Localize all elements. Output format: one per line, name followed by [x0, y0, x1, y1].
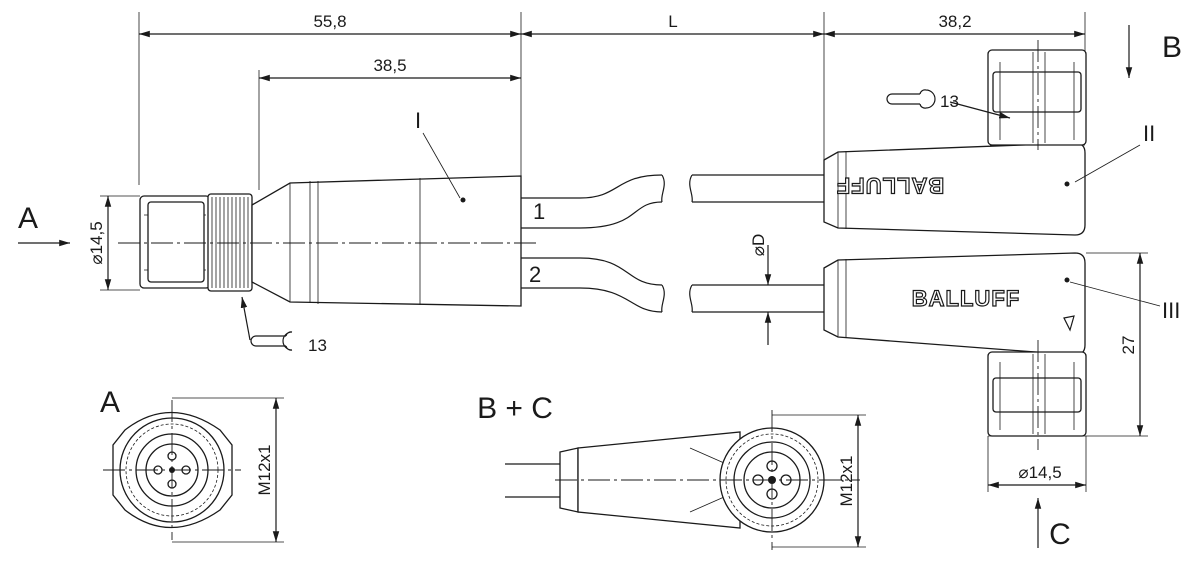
dim-thread-bc: M12x1: [837, 455, 856, 506]
cable-1: [521, 174, 824, 229]
detail-view-bc: [505, 410, 866, 550]
detail-a-label: A: [100, 386, 120, 419]
logo-lower: BALLUFF: [912, 286, 1020, 311]
wrench-size-left: 13: [308, 336, 327, 355]
height-dimension-right: [1086, 252, 1148, 437]
detail-view-a: [103, 397, 284, 543]
wrench-size-right: 13: [940, 92, 959, 111]
left-male-connector: [118, 175, 540, 307]
bottom-diameter-dimension: [987, 436, 1087, 492]
dim-height-right: 27: [1119, 336, 1138, 355]
top-dimension-lines: [138, 12, 1086, 190]
left-diameter-dimension: [100, 195, 140, 291]
view-arrow-a-label: A: [18, 202, 38, 235]
dim-length-l: L: [668, 12, 677, 31]
dim-cable-diameter: ⌀D: [749, 234, 768, 257]
ref-ii-label: II: [1143, 121, 1155, 146]
dim-thread-a: M12x1: [255, 444, 274, 495]
detail-bc-label: B + C: [477, 392, 553, 425]
view-arrow-b-label: B: [1162, 31, 1182, 64]
view-arrow-c-label: C: [1049, 518, 1071, 551]
ref-i-label: I: [415, 108, 421, 133]
wrench-icon-left: [240, 296, 293, 351]
dim-top-right: 38,2: [938, 12, 971, 31]
dim-top-left: 55,8: [313, 12, 346, 31]
knurl-lines: [211, 197, 249, 288]
lower-angled-connector: [823, 252, 1087, 450]
ref-iii-label: III: [1162, 298, 1180, 323]
ref-i-leader: [422, 132, 461, 199]
dim-bottom-diameter: ⌀14,5: [1018, 463, 1061, 482]
dim-inner-left: 38,5: [373, 56, 406, 75]
cable-2: [521, 257, 824, 313]
upper-angled-connector: [823, 40, 1087, 236]
ref-ii-leader: [1074, 144, 1141, 183]
cable-1-label: 1: [533, 199, 545, 224]
wrench-icon-right: [886, 89, 1011, 119]
dim-left-diameter: ⌀14,5: [87, 221, 106, 264]
ref-iii-leader: [1069, 281, 1161, 307]
logo-upper: BALLUFF: [836, 173, 944, 198]
cable-2-label: 2: [529, 262, 541, 287]
